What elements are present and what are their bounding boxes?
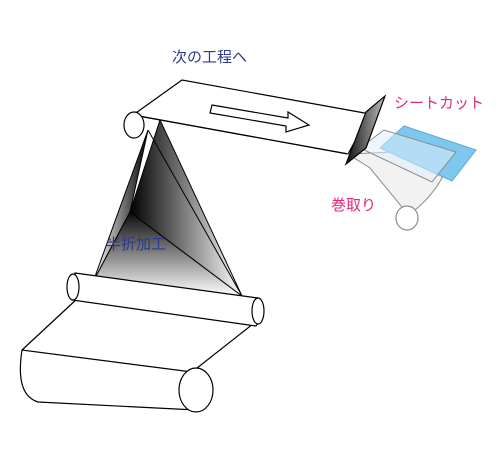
supply-roll [178,367,214,413]
cut-sheet [359,125,477,183]
direction-arrow-icon [209,104,311,133]
half-fold-triangle [92,118,244,297]
label-next-process: 次の工程へ [172,48,248,66]
sheet-cutter-blade [344,94,387,166]
label-winding: 巻取り [331,196,377,214]
top-roller [123,111,145,139]
incoming-film-sheet [19,297,260,411]
label-sheet-cut: シートカット [394,94,485,112]
guide-roller [66,272,265,327]
label-half-fold: 半折加工 [106,235,167,253]
winding-roll [395,205,419,231]
